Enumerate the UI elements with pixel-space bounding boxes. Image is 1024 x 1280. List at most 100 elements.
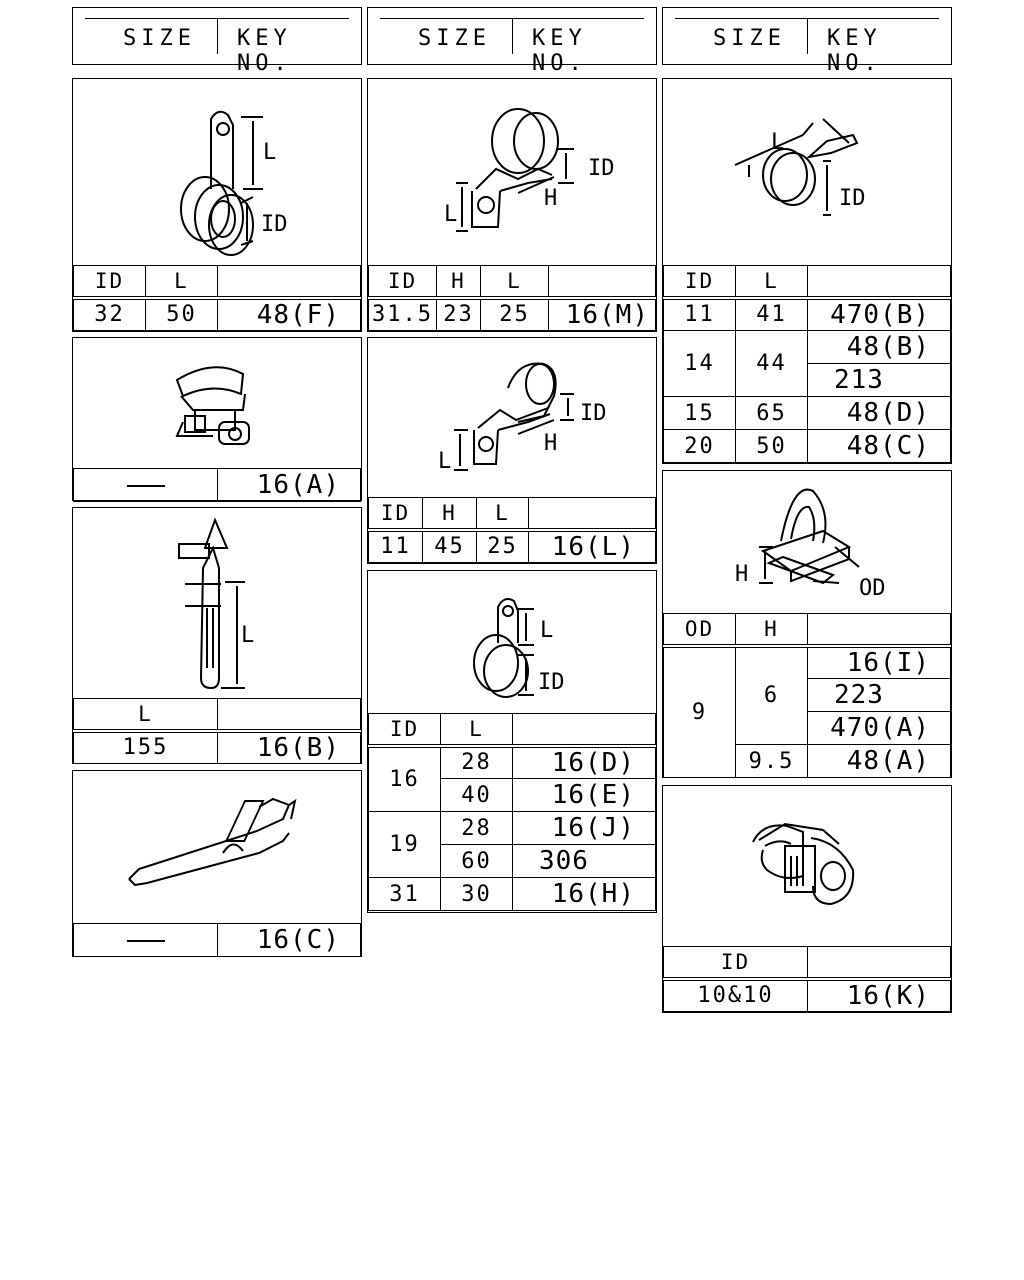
key-link[interactable]: 16(M) xyxy=(548,297,656,331)
cell-id: 32 xyxy=(73,297,146,331)
header-col3: SIZE KEY NO. xyxy=(662,7,952,76)
panel-tie-16b: L L 155 16(B) xyxy=(72,507,362,764)
panel-push-clip: H OD OD H 9 6 16(I) 223 470(A) 9.5 48(A) xyxy=(662,470,952,778)
dim-l-label: L xyxy=(263,140,276,165)
cell-l: 65 xyxy=(735,396,808,430)
cell-l: 155 xyxy=(73,730,218,764)
dim-l-label: L xyxy=(540,618,553,643)
cell-id: 31.5 xyxy=(368,297,437,331)
col-l-header: L xyxy=(735,265,808,300)
col-id-header: ID xyxy=(663,946,808,981)
band-clamp-illustration: L ID xyxy=(734,118,866,216)
key-link[interactable]: 16(B) xyxy=(217,730,361,764)
cell-l: 40 xyxy=(440,778,513,812)
col-h-header: H xyxy=(436,265,481,300)
dim-h-label: H xyxy=(735,562,748,587)
key-link[interactable]: 16(E) xyxy=(512,778,656,812)
cell-l: 50 xyxy=(735,429,808,463)
size-table: ID L 32 50 48(F) xyxy=(73,265,361,331)
key-link[interactable]: 16(A) xyxy=(217,468,361,502)
key-link[interactable]: 48(A) xyxy=(807,744,951,778)
panel-strap-16c: 16(C) xyxy=(72,770,362,957)
key-link[interactable]: 470(B) xyxy=(807,297,951,331)
strap-illustration xyxy=(128,797,297,887)
panel-clamp-16m: ID H L ID H L 31.5 23 25 16(M) xyxy=(367,78,657,332)
clamp-illustration: ID H L xyxy=(444,108,615,232)
key-link[interactable]: 16(J) xyxy=(512,811,656,845)
key-link[interactable]: 16(K) xyxy=(807,978,951,1012)
key-link[interactable]: 16(I) xyxy=(807,645,951,679)
key-link[interactable]: 16(H) xyxy=(512,877,656,911)
cell-id: 15 xyxy=(663,396,736,430)
col-l-header: L xyxy=(440,713,513,748)
header-col2: SIZE KEY NO. xyxy=(367,7,657,76)
cell-l: 50 xyxy=(145,297,218,331)
col-l-header: L xyxy=(476,497,529,532)
tie-illustration: L xyxy=(178,517,254,690)
clip-illustration xyxy=(175,366,250,445)
cell-l: 44 xyxy=(735,330,808,397)
cell-id: 11 xyxy=(663,297,736,331)
cell-id: 14 xyxy=(663,330,736,397)
key-link[interactable]: 48(F) xyxy=(217,297,361,331)
cell-l: 25 xyxy=(476,529,529,563)
key-link[interactable]: 306 xyxy=(512,844,656,878)
col-h-header: H xyxy=(735,613,808,648)
key-link[interactable]: 48(C) xyxy=(807,429,951,463)
panel-clamp-16l: ID H L ID H L 11 45 25 16(L) xyxy=(367,337,657,564)
key-no-label: KEY NO. xyxy=(532,26,587,76)
size-table: ID L 16 28 16(D) 40 16(E) 19 28 16(J) 60… xyxy=(368,713,656,911)
col-id-header: ID xyxy=(368,497,423,532)
col-od-header: OD xyxy=(663,613,736,648)
key-link[interactable]: 16(D) xyxy=(512,745,656,779)
size-table: ID H L 11 45 25 16(L) xyxy=(368,497,656,563)
col-h-header: H xyxy=(422,497,477,532)
col-l-header: L xyxy=(480,265,549,300)
no-size-dash xyxy=(126,484,165,487)
panel-clip-16a: 16(A) xyxy=(72,337,362,502)
header-col1: SIZE KEY NO. xyxy=(72,7,362,76)
panel-clamp-48f: L ID ID L 32 50 48(F) xyxy=(72,78,362,332)
key-link[interactable]: 48(B) xyxy=(807,330,951,364)
cell-l: 28 xyxy=(440,811,513,845)
size-table: ID H L 31.5 23 25 16(M) xyxy=(368,265,656,331)
size-table: OD H 9 6 16(I) 223 470(A) 9.5 48(A) xyxy=(663,613,951,778)
size-label: SIZE xyxy=(713,26,786,51)
dim-id-label: ID xyxy=(839,186,866,211)
size-label: SIZE xyxy=(418,26,491,51)
key-link[interactable]: 213 xyxy=(807,363,951,397)
cell-l: 25 xyxy=(480,297,549,331)
col-l-header: L xyxy=(73,698,218,733)
cell-id: 19 xyxy=(368,811,441,878)
size-table: 16(C) xyxy=(73,923,361,957)
key-link[interactable]: 223 xyxy=(807,678,951,712)
cell-id: 31 xyxy=(368,877,441,911)
cell-h: 23 xyxy=(436,297,481,331)
key-link[interactable]: 16(L) xyxy=(528,529,656,563)
push-clip-illustration: H OD xyxy=(735,488,886,601)
dim-h-label: H xyxy=(544,431,557,456)
cell-l: 41 xyxy=(735,297,808,331)
key-link[interactable]: 470(A) xyxy=(807,711,951,745)
size-label: SIZE xyxy=(123,26,196,51)
dim-l-label: L xyxy=(771,130,784,155)
size-table: ID 10&10 16(K) xyxy=(663,946,951,1012)
cell-h: 45 xyxy=(422,529,477,563)
clamp-illustration: L ID xyxy=(473,598,565,698)
cell-l: 28 xyxy=(440,745,513,779)
key-no-label: KEY NO. xyxy=(827,26,882,76)
panel-clamp-multi: L ID ID L 16 28 16(D) 40 16(E) 19 28 16(… xyxy=(367,570,657,913)
key-link[interactable]: 16(C) xyxy=(217,923,361,957)
cell-h: 6 xyxy=(735,645,808,745)
cell-l: 60 xyxy=(440,844,513,878)
dim-l-label: L xyxy=(438,449,451,474)
cell-h: 9.5 xyxy=(735,744,808,778)
panel-double-clip-16k: ID 10&10 16(K) xyxy=(662,785,952,1013)
double-clip-illustration xyxy=(752,822,855,906)
panel-band-clamp: L ID ID L 11 41 470(B) 14 44 48(B) 213 1… xyxy=(662,78,952,464)
cell-id: 20 xyxy=(663,429,736,463)
key-no-label: KEY NO. xyxy=(237,26,292,76)
key-link[interactable]: 48(D) xyxy=(807,396,951,430)
size-table: ID L 11 41 470(B) 14 44 48(B) 213 15 65 … xyxy=(663,265,951,463)
dim-id-label: ID xyxy=(261,212,288,237)
